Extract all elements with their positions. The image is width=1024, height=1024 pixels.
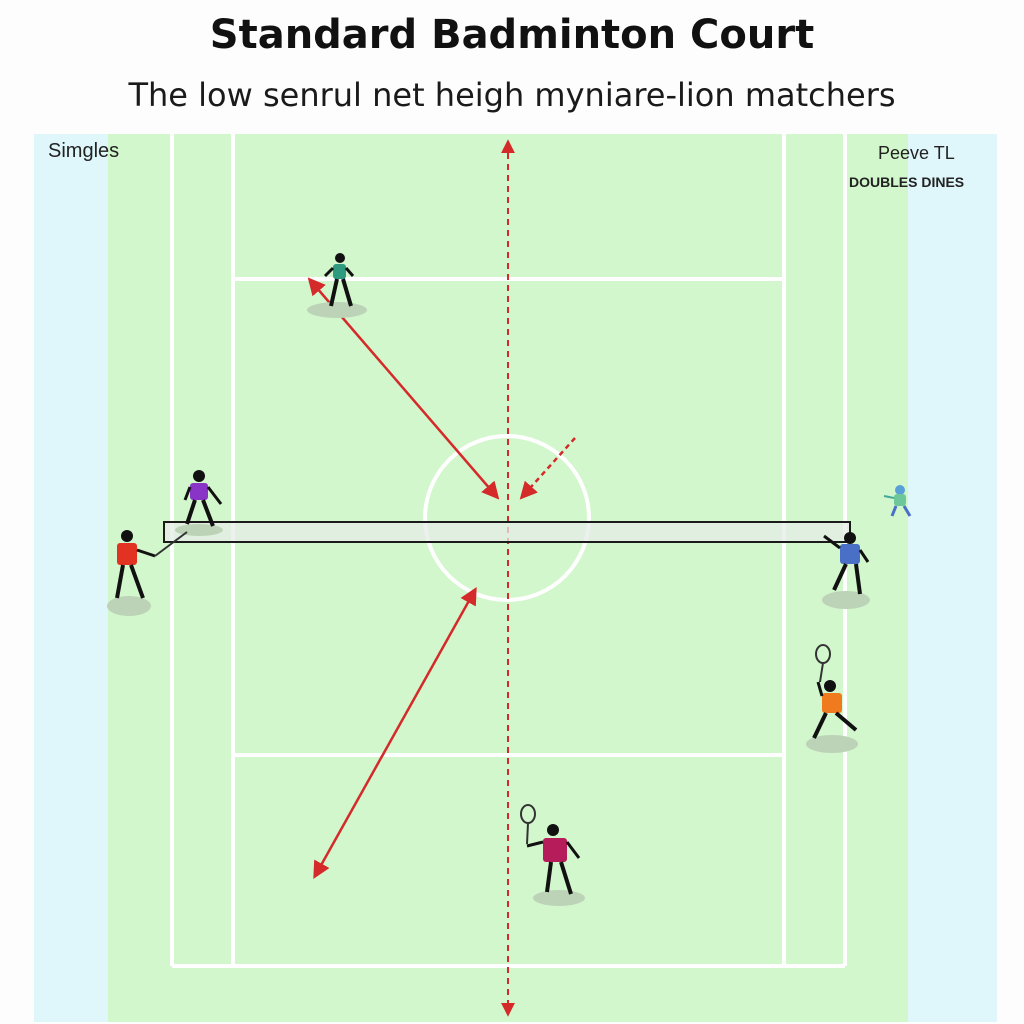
net — [163, 521, 851, 543]
player-bottom — [520, 804, 585, 906]
outer-band-left — [34, 134, 114, 1022]
trajectory-arrow-lower — [313, 586, 477, 880]
top-right-label: Peeve TL — [878, 143, 955, 163]
player-top — [307, 253, 367, 318]
player-right-near-net — [822, 532, 870, 609]
diagram-subtitle: The low senrul net heigh myniare-lion ma… — [128, 76, 896, 114]
singles-label: Simgles — [48, 140, 120, 162]
trajectory-arrow-dashed — [519, 437, 576, 500]
small-figure-right — [883, 485, 912, 517]
player-right-lower — [806, 644, 858, 753]
player-far-left — [107, 530, 188, 616]
outer-band-right — [905, 134, 997, 1022]
diagram-title: Standard Badminton Court — [209, 12, 815, 58]
doubles-lines-label: DOUBLES DINES — [849, 174, 965, 190]
